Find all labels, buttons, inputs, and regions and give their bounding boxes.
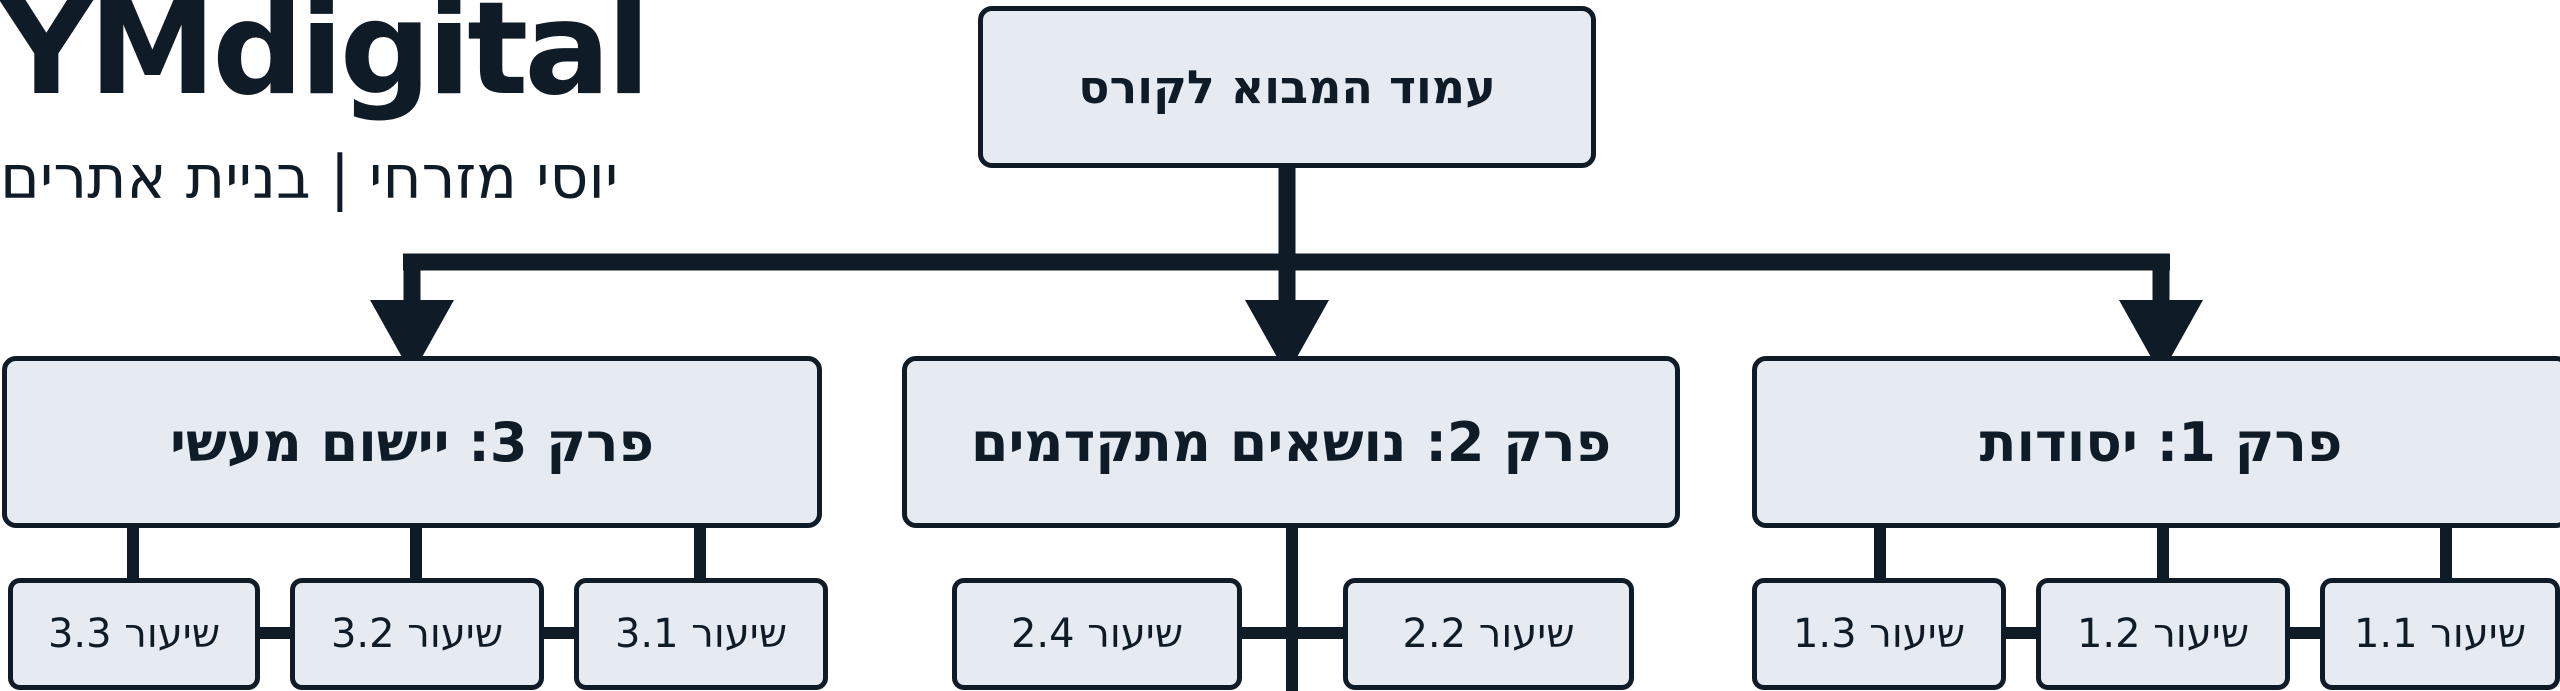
arrowhead-chapter-1 xyxy=(2119,300,2203,375)
lesson-3-3-node: שיעור 3.3 xyxy=(8,578,260,690)
brand-logo: YMdigital xyxy=(0,0,650,124)
chapter-3-node: פרק 3: יישום מעשי xyxy=(2,356,822,528)
lesson-3-3-label: שיעור 3.3 xyxy=(47,611,221,657)
course-intro-page-node: עמוד המבוא לקורס xyxy=(978,6,1596,168)
chapter-2-node: פרק 2: נושאים מתקדמים xyxy=(902,356,1680,528)
author-byline: יוסי מזרחי | בניית אתרים xyxy=(0,143,619,213)
arrowhead-chapter-3 xyxy=(370,300,454,375)
chapter-2-label: פרק 2: נושאים מתקדמים xyxy=(970,410,1612,474)
lesson-3-1-node: שיעור 3.1 xyxy=(574,578,828,690)
arrowhead-chapter-2 xyxy=(1245,300,1329,375)
lesson-1-3-node: שיעור 1.3 xyxy=(1752,578,2006,690)
course-intro-page-label: עמוד המבוא לקורס xyxy=(1078,60,1496,114)
chapter-1-label: פרק 1: יסודות xyxy=(1979,410,2343,474)
lesson-2-2-node: שיעור 2.2 xyxy=(1343,578,1634,690)
lesson-1-2-node: שיעור 1.2 xyxy=(2036,578,2290,690)
lesson-1-1-node: שיעור 1.1 xyxy=(2320,578,2560,690)
lesson-3-1-label: שיעור 3.1 xyxy=(614,611,788,657)
lesson-3-2-node: שיעור 3.2 xyxy=(290,578,544,690)
lesson-2-2-label: שיעור 2.2 xyxy=(1402,611,1575,657)
lesson-2-4-node: שיעור 2.4 xyxy=(952,578,1242,690)
lesson-1-3-label: שיעור 1.3 xyxy=(1792,611,1966,657)
lesson-1-1-label: שיעור 1.1 xyxy=(2353,611,2527,657)
chapter-1-node: פרק 1: יסודות xyxy=(1752,356,2560,528)
chapter-3-label: פרק 3: יישום מעשי xyxy=(169,410,655,474)
lesson-3-2-label: שיעור 3.2 xyxy=(330,611,504,657)
lesson-2-4-label: שיעור 2.4 xyxy=(1010,611,1184,657)
lesson-1-2-label: שיעור 1.2 xyxy=(2076,611,2250,657)
